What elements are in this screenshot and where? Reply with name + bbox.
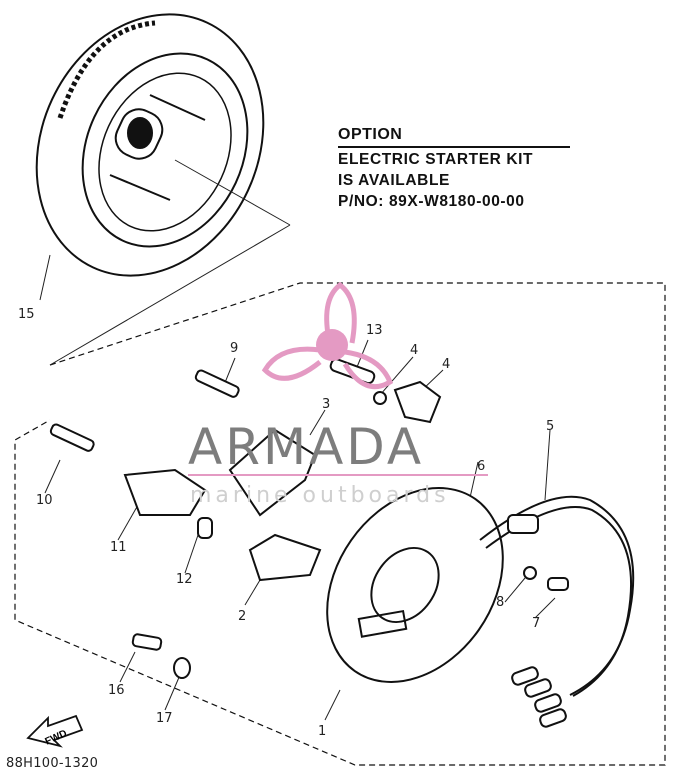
option-line-2: IS AVAILABLE (338, 172, 450, 189)
leader-lines (39, 159, 556, 721)
option-title: OPTION (338, 126, 570, 148)
watermark-divider (188, 474, 488, 476)
watermark-brand: ARMADA (188, 418, 425, 476)
callout-17: 17 (156, 711, 173, 726)
callout-9: 9 (230, 341, 238, 356)
pulser-coil (123, 468, 207, 516)
callout-16: 16 (108, 683, 125, 698)
callout-5: 5 (546, 419, 554, 434)
callout-4a: 4 (410, 343, 418, 358)
callout-11: 11 (110, 540, 127, 555)
flywheel (35, 13, 265, 277)
bolt-10 (49, 423, 95, 452)
callout-4b: 4 (442, 357, 450, 372)
wire-harness (479, 495, 635, 728)
stator-base (326, 487, 504, 683)
washer-8 (523, 566, 537, 580)
washer-17 (173, 657, 191, 679)
small-parts (49, 358, 569, 679)
clamp-4 (393, 380, 442, 424)
lighting-coil (248, 533, 322, 582)
callout-1: 1 (318, 724, 326, 739)
charge-coil (228, 428, 317, 517)
callout-12: 12 (176, 572, 193, 587)
screw-9 (194, 369, 240, 398)
watermark-logo (261, 281, 394, 389)
option-line-1: ELECTRIC STARTER KIT (338, 151, 534, 168)
callout-7: 7 (532, 616, 540, 631)
callout-numbers: 1 2 3 4 4 5 6 7 8 9 10 11 12 13 15 16 17 (18, 307, 554, 739)
screw-16 (131, 633, 163, 651)
watermark-tagline: marine outboards (190, 483, 450, 508)
callout-3: 3 (322, 397, 330, 412)
callout-13: 13 (366, 323, 383, 338)
collar-12 (197, 517, 213, 539)
callout-6: 6 (477, 459, 485, 474)
option-part-number: P/NO: 89X-W8180-00-00 (338, 193, 525, 210)
assembly-outline (14, 282, 666, 766)
callout-8: 8 (496, 595, 504, 610)
callout-10: 10 (36, 493, 53, 508)
screw-7 (547, 577, 569, 591)
callout-2: 2 (238, 609, 246, 624)
fwd-arrow: FWD (26, 714, 84, 748)
option-note: OPTION ELECTRIC STARTER KIT IS AVAILABLE… (338, 126, 570, 211)
drawing-code: 88H100-1320 (6, 756, 99, 771)
callout-15: 15 (18, 307, 35, 322)
washer-4 (373, 391, 387, 405)
